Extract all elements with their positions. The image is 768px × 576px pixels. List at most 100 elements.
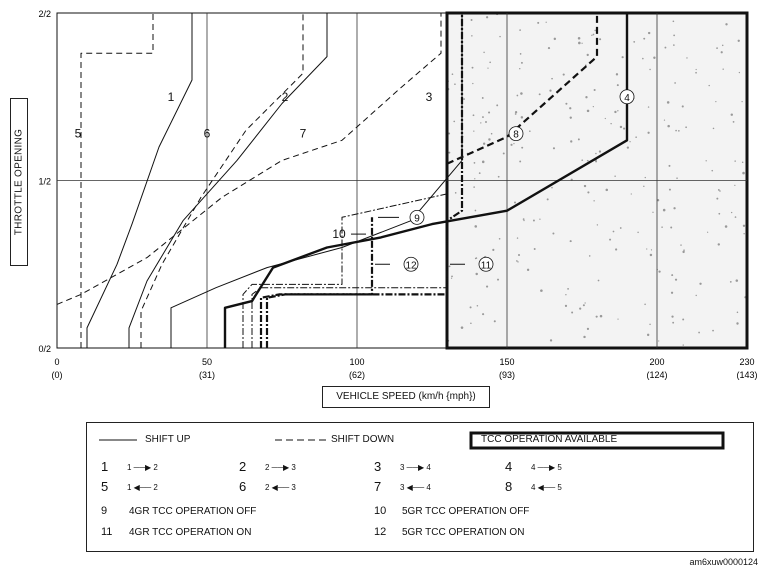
- tcc-speckle: [469, 306, 472, 309]
- tcc-swatch: [469, 431, 725, 450]
- tcc-speckle: [564, 304, 568, 308]
- legend-item-number: 8: [505, 479, 513, 494]
- tcc-speckle: [597, 279, 600, 282]
- x-axis-title: VEHICLE SPEED (km/h {mph}): [322, 386, 490, 408]
- gear-from: 2: [265, 483, 270, 492]
- tcc-speckle: [516, 94, 519, 97]
- tcc-speckle: [595, 315, 598, 318]
- tcc-speckle: [569, 116, 572, 119]
- tcc-speckle: [497, 175, 500, 178]
- tcc-speckle: [675, 129, 677, 132]
- y-axis-title-text: THROTTLE OPENING: [13, 128, 25, 236]
- tcc-speckle: [682, 250, 685, 254]
- legend-note-number: 11: [101, 526, 113, 538]
- tcc-speckle: [682, 318, 685, 321]
- tcc-speckle: [474, 178, 476, 180]
- tcc-speckle: [591, 34, 593, 36]
- curve-label-circle: [403, 256, 419, 272]
- legend-item-gears: 2 ──▶ 3: [265, 463, 296, 472]
- tcc-speckle: [481, 160, 485, 164]
- tcc-speckle: [633, 41, 636, 43]
- tcc-speckle: [592, 106, 594, 108]
- series-8-line: [446, 13, 599, 165]
- tcc-speckle: [671, 274, 674, 277]
- tcc-speckle: [736, 322, 739, 325]
- tcc-speckle: [520, 61, 523, 64]
- tcc-speckle: [470, 322, 472, 325]
- tcc-speckle: [570, 140, 573, 143]
- curve-label-11: 11: [481, 260, 492, 271]
- y-tick-label: 0/2: [38, 344, 51, 354]
- curve-label-5: 5: [75, 127, 82, 141]
- arrow-left-icon: ◀──: [269, 483, 292, 492]
- tcc-speckle: [735, 279, 739, 282]
- tcc-speckle: [646, 333, 650, 337]
- series-5-line: [80, 13, 154, 348]
- tcc-speckle: [586, 327, 590, 331]
- arrow-left-icon: ◀──: [404, 483, 427, 492]
- tcc-speckle: [473, 130, 475, 132]
- tcc-speckle: [569, 107, 572, 110]
- tcc-speckle: [478, 172, 481, 175]
- tcc-speckle: [538, 93, 541, 96]
- tcc-speckle: [492, 248, 495, 251]
- legend-item-gears: 4 ◀── 5: [531, 483, 562, 492]
- tcc-speckle: [672, 321, 675, 324]
- tcc-speckle: [519, 160, 522, 163]
- gear-to: 5: [557, 463, 562, 472]
- tcc-speckle: [734, 160, 736, 162]
- tcc-speckle: [471, 66, 474, 69]
- curve-label-4: 4: [624, 93, 630, 104]
- gear-to: 5: [557, 483, 562, 492]
- tcc-speckle: [586, 109, 590, 113]
- curve-label-7: 7: [300, 127, 307, 141]
- tcc-speckle: [599, 38, 602, 41]
- tcc-speckle: [584, 302, 586, 304]
- tcc-speckle: [594, 29, 597, 32]
- tcc-speckle: [521, 146, 524, 149]
- tcc-speckle: [517, 253, 521, 257]
- series-6-line: [140, 13, 304, 348]
- tcc-speckle: [619, 125, 623, 129]
- x-tick-sublabel: (93): [499, 370, 515, 380]
- legend-note-text: 5GR TCC OPERATION OFF: [402, 506, 530, 517]
- legend-note-number: 9: [101, 505, 108, 517]
- tcc-speckle: [582, 304, 585, 307]
- tcc-speckle: [637, 231, 639, 234]
- legend-shift-down: SHIFT DOWN: [331, 434, 395, 445]
- curve-label-12: 12: [405, 260, 417, 271]
- legend-item-gears: 3 ◀── 4: [400, 483, 431, 492]
- tcc-speckle: [673, 207, 676, 210]
- tcc-speckle: [475, 272, 478, 276]
- tcc-speckle: [470, 19, 473, 22]
- tcc-speckle: [609, 238, 612, 241]
- x-tick-sublabel: (0): [52, 370, 63, 380]
- tcc-speckle: [510, 143, 513, 146]
- tcc-speckle: [681, 105, 684, 108]
- tcc-speckle: [676, 177, 678, 179]
- tcc-speckle: [529, 130, 531, 132]
- tcc-speckle: [617, 110, 619, 112]
- tcc-speckle: [553, 37, 557, 41]
- tcc-speckle: [695, 68, 697, 71]
- tcc-speckle: [514, 113, 517, 115]
- gear-from: 2: [265, 463, 270, 472]
- tcc-speckle: [585, 96, 588, 99]
- tcc-speckle: [481, 97, 484, 99]
- legend-item-number: 3: [374, 459, 382, 474]
- curve-label-circle: [508, 126, 524, 142]
- series-4-line: [223, 13, 629, 348]
- tcc-speckle: [522, 218, 525, 221]
- tcc-speckle: [513, 143, 515, 145]
- tcc-speckle: [595, 152, 597, 155]
- tcc-speckle: [489, 61, 491, 64]
- tcc-speckle: [712, 127, 715, 130]
- tcc-speckle: [734, 184, 736, 186]
- tcc-speckle: [577, 138, 580, 141]
- tcc-speckle: [707, 231, 709, 233]
- tcc-speckle: [643, 185, 645, 188]
- arrow-right-icon: ──▶: [269, 463, 292, 472]
- tcc-speckle: [686, 57, 688, 59]
- tcc-speckle: [483, 51, 485, 54]
- tcc-speckle: [635, 136, 637, 138]
